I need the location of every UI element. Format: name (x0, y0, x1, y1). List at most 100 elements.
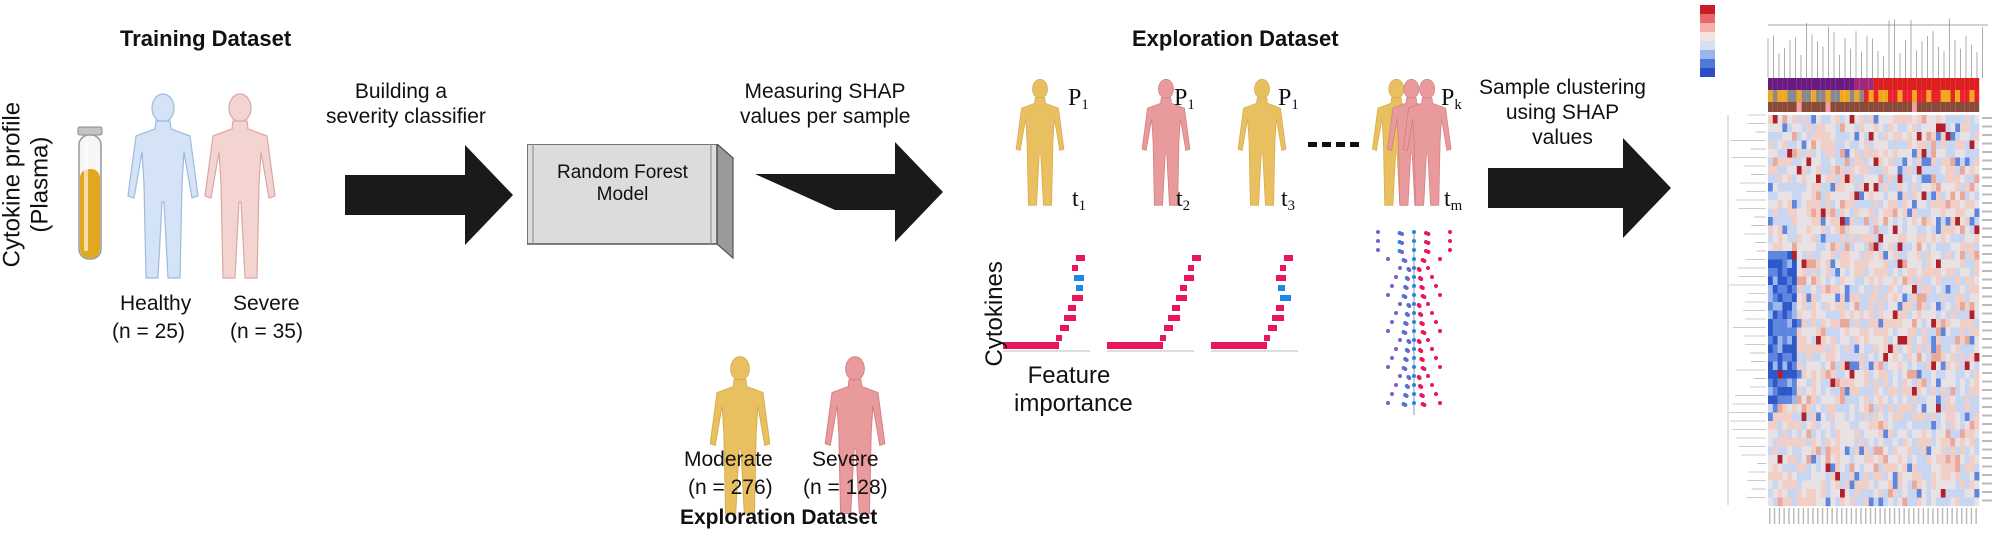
heatmap-cell (1969, 455, 1975, 464)
heatmap-cell (1916, 115, 1922, 124)
heatmap-cell (1916, 395, 1922, 405)
heatmap-cell (1820, 446, 1826, 456)
heatmap-cell (1912, 310, 1917, 320)
heatmap-cell (1960, 429, 1965, 439)
heatmap-cell (1844, 174, 1850, 184)
heatmap-cell (1806, 412, 1812, 422)
annotation-cell (1936, 90, 1941, 102)
heatmap-cell (1806, 251, 1812, 260)
heatmap-cell (1825, 140, 1831, 150)
heatmap-cell (1787, 166, 1793, 175)
heatmap-cell (1840, 285, 1845, 294)
heatmap-cell (1768, 200, 1773, 209)
heatmap-cell (1859, 166, 1865, 175)
heatmap-cell (1892, 302, 1898, 311)
heatmap-cell (1960, 268, 1965, 277)
heatmap-cell (1835, 200, 1841, 209)
heatmap-cell (1801, 251, 1807, 260)
annotation-cell (1777, 78, 1783, 90)
heatmap-cell (1801, 327, 1807, 337)
heatmap-cell (1787, 378, 1793, 388)
heatmap-cell (1868, 438, 1874, 447)
annotation-cell (1859, 78, 1864, 90)
heatmap-cell (1873, 251, 1879, 260)
heatmap-cell (1859, 378, 1865, 388)
cluster-line2: using SHAP (1505, 100, 1620, 124)
heatmap-cell (1844, 183, 1850, 192)
heatmap-cell (1796, 157, 1802, 167)
heatmap-cell (1926, 123, 1932, 133)
heatmap-cell (1897, 438, 1903, 447)
heatmap-cell (1806, 225, 1812, 235)
row-tick-label (1982, 253, 1992, 255)
heatmap-cell (1792, 208, 1797, 218)
heatmap-cell (1782, 395, 1788, 405)
heatmap-cell (1878, 480, 1884, 490)
heatmap-cell (1777, 344, 1783, 354)
row-tick-label (1982, 414, 1992, 417)
heatmap-cell (1782, 463, 1788, 473)
heatmap-cell (1902, 208, 1908, 218)
heatmap-cell (1926, 438, 1932, 447)
heatmap-cell (1878, 191, 1884, 201)
heatmap-cell (1801, 123, 1807, 133)
heatmap-cell (1777, 489, 1783, 498)
heatmap-cell (1835, 438, 1841, 447)
heatmap-cell (1864, 208, 1869, 218)
heatmap-cell (1854, 412, 1860, 422)
heatmap-cell (1940, 174, 1946, 184)
heatmap-cell (1811, 455, 1817, 464)
heatmap-cell (1897, 157, 1903, 167)
heatmap-cell (1945, 200, 1951, 209)
col-tick-label (1898, 508, 1901, 524)
heatmap-cell (1912, 293, 1917, 303)
shap-bar (1268, 325, 1277, 331)
heatmap-cell (1916, 259, 1922, 269)
heatmap-cell (1777, 438, 1783, 447)
heatmap-cell (1974, 115, 1980, 124)
col-tick-label (1778, 508, 1781, 524)
heatmap-cell (1907, 497, 1913, 507)
heatmap-cell (1945, 166, 1951, 175)
heatmap-cell (1820, 319, 1826, 328)
heatmap-cell (1960, 489, 1965, 498)
heatmap-cell (1878, 149, 1884, 158)
heatmap-cell (1940, 157, 1946, 167)
heatmap-cell (1974, 251, 1980, 260)
heatmap-cell (1878, 123, 1884, 133)
heatmap-cell (1825, 336, 1831, 345)
col-tick-label (1893, 508, 1896, 524)
heatmap-cell (1868, 115, 1874, 124)
heatmap-cell (1912, 327, 1917, 337)
annotation-cell (1772, 102, 1778, 112)
heatmap-cell (1912, 421, 1917, 430)
heatmap-cell (1801, 455, 1807, 464)
heatmap-cell (1864, 293, 1869, 303)
heatmap-cell (1888, 446, 1893, 456)
heatmap-cell (1859, 480, 1865, 490)
heatmap-cell (1840, 276, 1845, 286)
beeswarm-point (1386, 329, 1390, 333)
heatmap-cell (1796, 268, 1802, 277)
heatmap-cell (1892, 319, 1898, 328)
heatmap-cell (1782, 157, 1788, 167)
heatmap-cell (1796, 438, 1802, 447)
annotation-cell (1830, 78, 1836, 90)
heatmap-cell (1811, 438, 1817, 447)
heatmap-cell (1782, 404, 1788, 413)
heatmap-cell (1859, 489, 1865, 498)
heatmap-cell (1811, 472, 1817, 481)
heatmap-cell (1830, 268, 1836, 277)
heatmap-cell (1883, 225, 1889, 235)
heatmap-cell (1864, 344, 1869, 354)
annotation-cell (1936, 78, 1941, 90)
col-tick-label (1841, 508, 1843, 524)
heatmap-cell (1816, 344, 1821, 354)
heatmap-cell (1888, 208, 1893, 218)
heatmap-cell (1768, 208, 1773, 218)
heatmap-cell (1849, 319, 1855, 328)
heatmap-cell (1902, 387, 1908, 396)
heatmap-cell (1787, 446, 1793, 456)
heatmap-cell (1849, 234, 1855, 243)
heatmap-cell (1960, 353, 1965, 362)
